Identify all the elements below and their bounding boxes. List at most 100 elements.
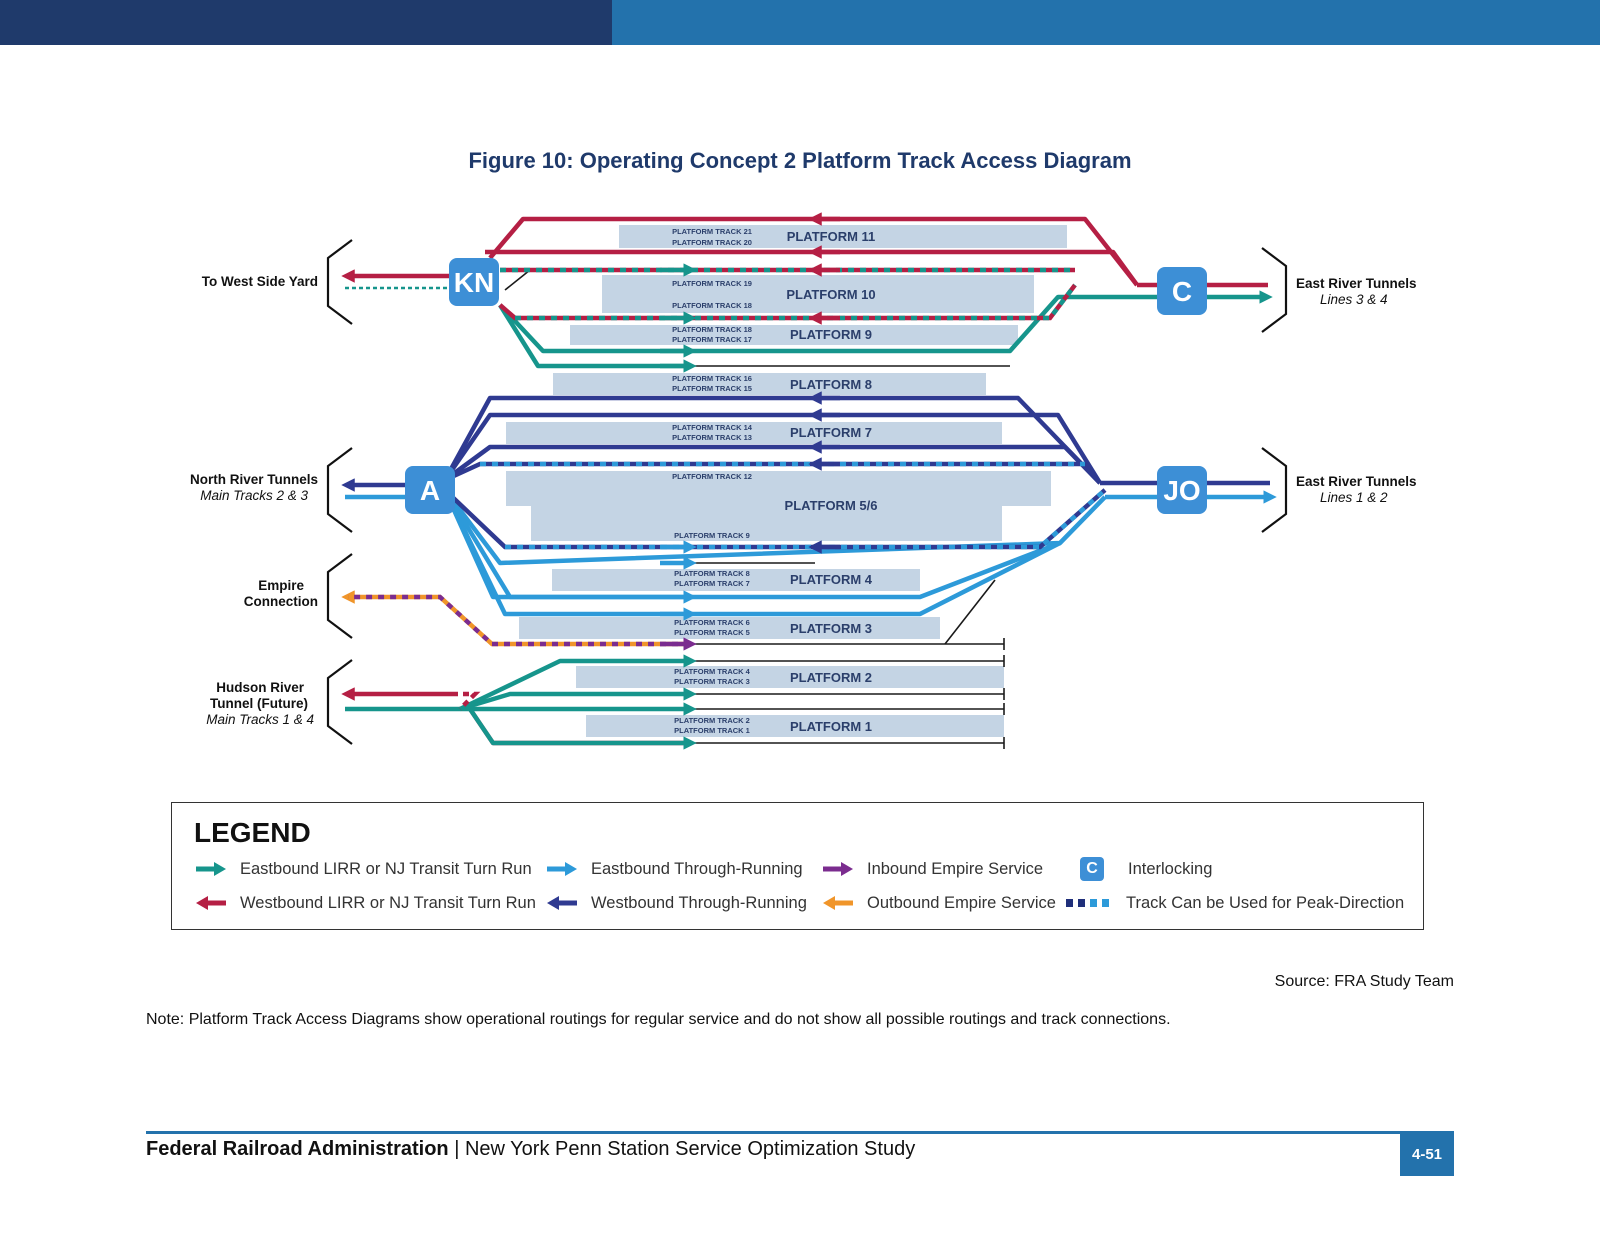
label-west-side-yard: To West Side Yard — [202, 274, 318, 289]
legend-label: Westbound LIRR or NJ Transit Turn Run — [240, 893, 536, 912]
legend-label: Eastbound LIRR or NJ Transit Turn Run — [240, 859, 532, 878]
header-bar-dark — [0, 0, 612, 45]
arrow-left-icon — [547, 896, 577, 910]
direction-arrows — [660, 212, 840, 621]
peak-direction-turn-routes — [452, 267, 1077, 711]
eastbound-through-routes — [345, 488, 1277, 617]
legend-box: LEGEND Eastbound LIRR or NJ Transit Turn… — [171, 802, 1424, 930]
page-number: 4-51 — [1400, 1132, 1454, 1176]
legend-eastbound-turn: Eastbound LIRR or NJ Transit Turn Run — [194, 857, 532, 881]
arrow-left-icon — [196, 896, 226, 910]
dashed-line-icon — [1066, 899, 1109, 907]
track-label: PLATFORM TRACK 4 — [674, 667, 751, 676]
peak-direction-through-routes — [443, 461, 1107, 550]
track-label: PLATFORM TRACK 13 — [672, 433, 752, 442]
eastbound-turn-routes — [345, 286, 1273, 750]
label-empire-1: Empire — [258, 578, 304, 593]
endpoint-labels: To West Side Yard North River Tunnels Ma… — [190, 274, 1417, 727]
header-bar-blue — [612, 0, 1600, 45]
yard-link — [504, 269, 531, 291]
legend-label: Inbound Empire Service — [867, 859, 1044, 878]
platform-7-rect — [506, 422, 1002, 444]
footer-study: New York Penn Station Service Optimizati… — [464, 1138, 916, 1160]
route-platform-track-15 — [443, 395, 1102, 485]
platforms — [506, 225, 1067, 737]
platform-10-name: PLATFORM 10 — [786, 287, 875, 302]
platform-track-labels: PLATFORM TRACK 21 PLATFORM TRACK 20 PLAT… — [672, 227, 753, 735]
platform-7-name: PLATFORM 7 — [790, 425, 872, 440]
label-north-river-title: North River Tunnels — [190, 472, 318, 487]
legend-label: Westbound Through-Running — [591, 893, 807, 912]
platform-8-rect — [553, 373, 986, 395]
empire-routes — [341, 590, 697, 651]
label-hudson-1: Hudson River — [216, 680, 305, 695]
route-platform-track-1b — [468, 707, 697, 750]
platform-10-rect — [602, 275, 1034, 313]
footer: Federal Railroad Administration | New Yo… — [146, 1138, 915, 1161]
platform-9-rect — [570, 325, 1018, 345]
bracket-east-river-12 — [1261, 447, 1288, 533]
interlocking-icon: C — [1080, 857, 1104, 881]
arrow-right-icon — [196, 862, 226, 876]
legend-label: Interlocking — [1128, 859, 1213, 878]
bracket-hudson — [326, 659, 353, 745]
interlocking-kn-box — [449, 258, 499, 306]
bracket-empire — [326, 553, 353, 639]
platform-2-rect — [576, 666, 1004, 688]
interlocking-kn-label: KN — [454, 267, 494, 298]
platform-5-6-rect — [506, 471, 1051, 541]
label-east-river-12-title: East River Tunnels — [1296, 474, 1417, 489]
platform-names: PLATFORM 11 PLATFORM 10 PLATFORM 9 PLATF… — [785, 229, 878, 734]
track-label: PLATFORM TRACK 8 — [674, 569, 750, 578]
route-empire-dash — [348, 594, 690, 647]
platform-1-name: PLATFORM 1 — [790, 719, 872, 734]
platform-11-rect — [619, 225, 1067, 248]
route-platform-track-14 — [443, 412, 1102, 485]
interlocking-jo-label: JO — [1163, 475, 1200, 506]
track-label: PLATFORM TRACK 20 — [672, 238, 752, 247]
route-platform-track-3 — [459, 687, 697, 712]
route-hudson-link — [452, 691, 481, 711]
interlocking-a-box — [405, 466, 455, 514]
track-label: PLATFORM TRACK 7 — [674, 579, 750, 588]
platform-3-rect — [519, 617, 940, 639]
bracket-north-river — [326, 447, 353, 533]
footer-divider — [146, 1131, 1454, 1134]
track-label: PLATFORM TRACK 18 — [672, 301, 752, 310]
track-label: PLATFORM TRACK 16 — [672, 374, 752, 383]
note-text: Note: Platform Track Access Diagrams sho… — [146, 1011, 1171, 1028]
route-platform-track-7b — [442, 489, 1062, 617]
platform-8-name: PLATFORM 8 — [790, 377, 872, 392]
bracket-west-side-yard — [326, 239, 353, 325]
track-label: PLATFORM TRACK 6 — [674, 618, 750, 627]
arrow-left-icon — [823, 896, 853, 910]
track-label: PLATFORM TRACK 2 — [674, 716, 750, 725]
interlockings: KN C A JO — [405, 258, 1207, 514]
track-label: PLATFORM TRACK 18 — [672, 325, 752, 334]
legend-eastbound-through: Eastbound Through-Running — [545, 857, 803, 881]
interlocking-jo-box — [1157, 466, 1207, 514]
track-label: PLATFORM TRACK 14 — [672, 423, 753, 432]
track-label: PLATFORM TRACK 17 — [672, 335, 752, 344]
footer-separator: | — [448, 1138, 465, 1160]
track-label: PLATFORM TRACK 12 — [672, 472, 752, 481]
legend-title: LEGEND — [194, 817, 311, 848]
platform-2-name: PLATFORM 2 — [790, 670, 872, 685]
label-east-river-12-sub: Lines 1 & 2 — [1320, 490, 1388, 505]
arrow-right-icon — [823, 862, 853, 876]
route-platform-track-17 — [498, 294, 1182, 354]
track-label: PLATFORM TRACK 3 — [674, 677, 750, 686]
diagonal-link — [944, 579, 996, 645]
track-label: PLATFORM TRACK 15 — [672, 384, 752, 393]
platform-3-name: PLATFORM 3 — [790, 621, 872, 636]
arrow-right-icon — [547, 862, 577, 876]
label-north-river-sub: Main Tracks 2 & 3 — [200, 488, 308, 503]
track-label: PLATFORM TRACK 21 — [672, 227, 752, 236]
track-label: PLATFORM TRACK 19 — [672, 279, 752, 288]
track-access-diagram: KN C A JO To West Side Yard North River … — [190, 212, 1417, 750]
interlocking-c-label: C — [1172, 276, 1192, 307]
route-platform-track-16 — [498, 303, 690, 369]
interlocking-a-label: A — [420, 475, 440, 506]
legend-peak-direction: Track Can be Used for Peak-Direction — [1066, 891, 1404, 915]
platform-5-6-name: PLATFORM 5/6 — [785, 498, 878, 513]
